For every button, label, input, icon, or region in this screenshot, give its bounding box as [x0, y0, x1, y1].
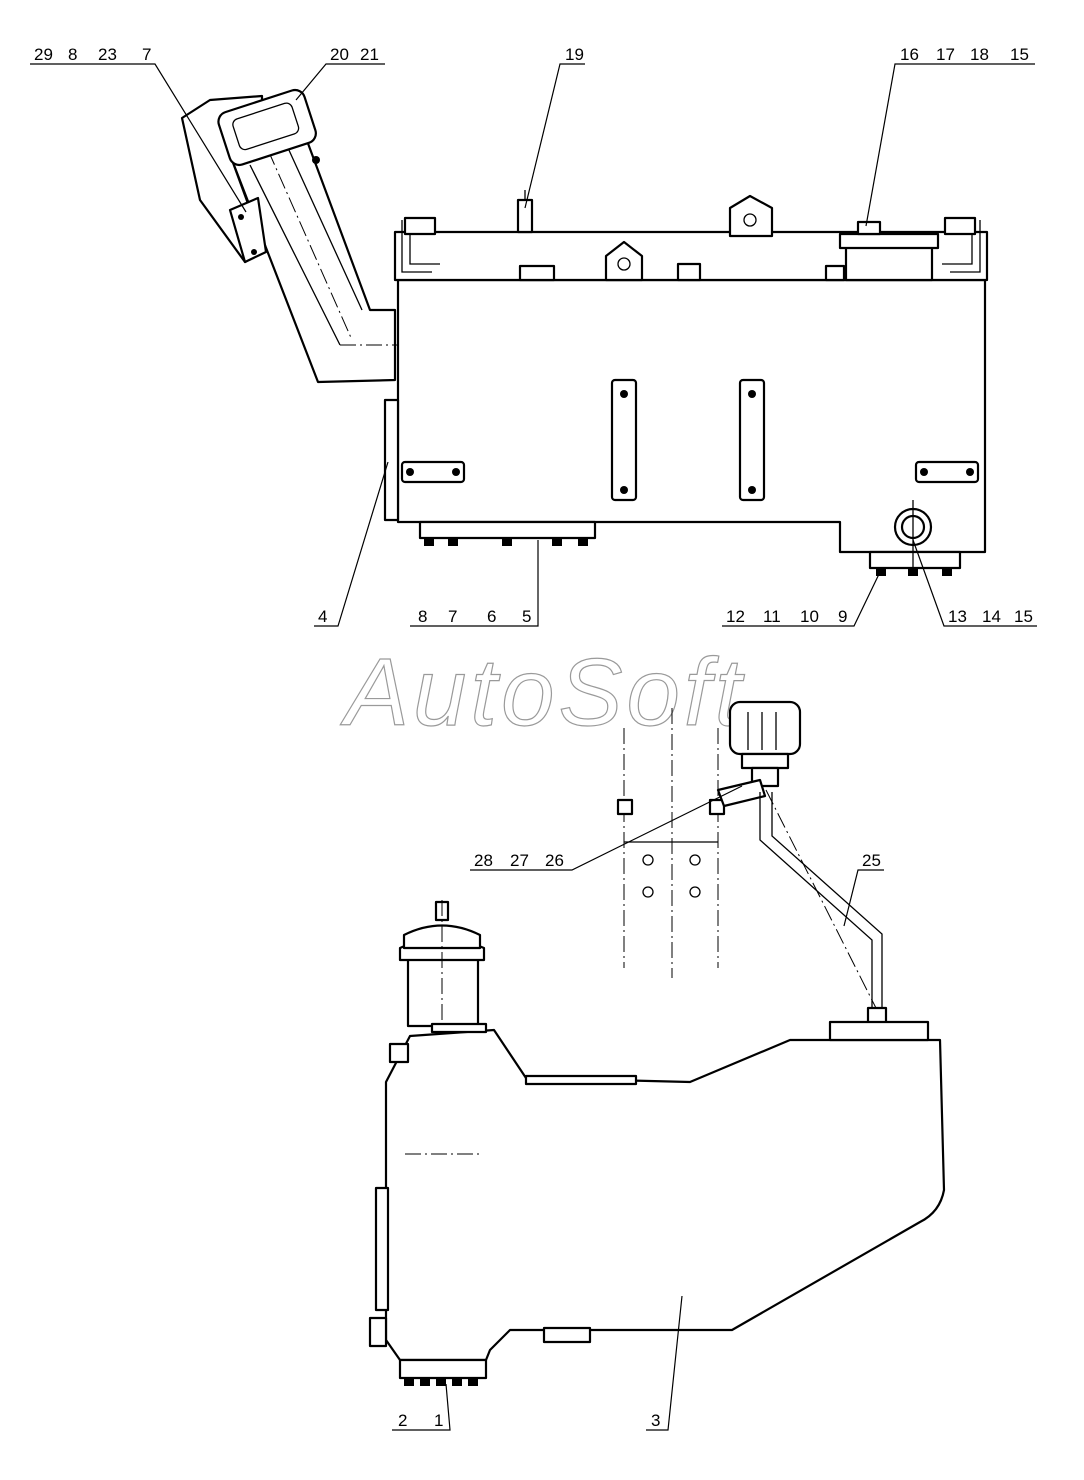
callout-number: 26 — [545, 851, 564, 870]
callout-number: 23 — [98, 45, 117, 64]
tank-body-top — [383, 190, 989, 576]
callout-number: 8 — [418, 607, 427, 626]
callout-number: 15 — [1014, 607, 1033, 626]
callout-number: 20 — [330, 45, 349, 64]
filler-neck — [180, 88, 400, 384]
callout-13-14-15: 13 14 15 — [912, 539, 1037, 627]
callout-3: 3 — [646, 1295, 683, 1431]
callout-16-17-18-15: 16 17 18 15 — [865, 45, 1035, 227]
bolt-row — [404, 1378, 478, 1386]
callout-number: 13 — [948, 607, 967, 626]
callout-number: 1 — [434, 1411, 443, 1430]
callout-number: 4 — [318, 607, 327, 626]
callout-29-8-23-7: 29 8 23 7 — [30, 45, 247, 213]
callout-number: 19 — [565, 45, 584, 64]
callout-number: 10 — [800, 607, 819, 626]
callout-number: 7 — [142, 45, 151, 64]
callout-number: 28 — [474, 851, 493, 870]
callout-number: 17 — [936, 45, 955, 64]
callout-number: 15 — [1010, 45, 1029, 64]
callout-number: 18 — [970, 45, 989, 64]
bottom-view — [368, 700, 946, 1386]
callout-number: 16 — [900, 45, 919, 64]
callout-28-27-26: 28 27 26 — [470, 785, 743, 871]
callout-4: 4 — [314, 461, 389, 627]
callout-number: 14 — [982, 607, 1001, 626]
callout-number: 2 — [398, 1411, 407, 1430]
callout-number: 3 — [651, 1411, 660, 1430]
callout-2-1: 2 1 — [392, 1383, 451, 1431]
callout-number: 21 — [360, 45, 379, 64]
callout-number: 8 — [68, 45, 77, 64]
callout-number: 12 — [726, 607, 745, 626]
callout-number: 25 — [862, 851, 881, 870]
callout-number: 5 — [522, 607, 531, 626]
callout-25: 25 — [843, 851, 884, 927]
callout-20-21: 20 21 — [295, 45, 385, 101]
callout-number: 29 — [34, 45, 53, 64]
frame-section — [616, 708, 726, 978]
callout-number: 27 — [510, 851, 529, 870]
watermark: AutoSoft — [340, 639, 745, 746]
callout-12-11-10-9: 12 11 10 9 — [722, 571, 881, 627]
breather-pipe — [716, 700, 888, 1026]
callout-19: 19 — [524, 45, 585, 209]
bolt-row — [424, 538, 952, 576]
top-view — [180, 88, 989, 576]
callout-number: 7 — [448, 607, 457, 626]
callout-8-7-6-5: 8 7 6 5 — [410, 540, 539, 627]
callout-number: 11 — [763, 607, 781, 626]
callout-number: 6 — [487, 607, 496, 626]
tank-body-side — [368, 1020, 946, 1386]
callout-number: 9 — [838, 607, 847, 626]
